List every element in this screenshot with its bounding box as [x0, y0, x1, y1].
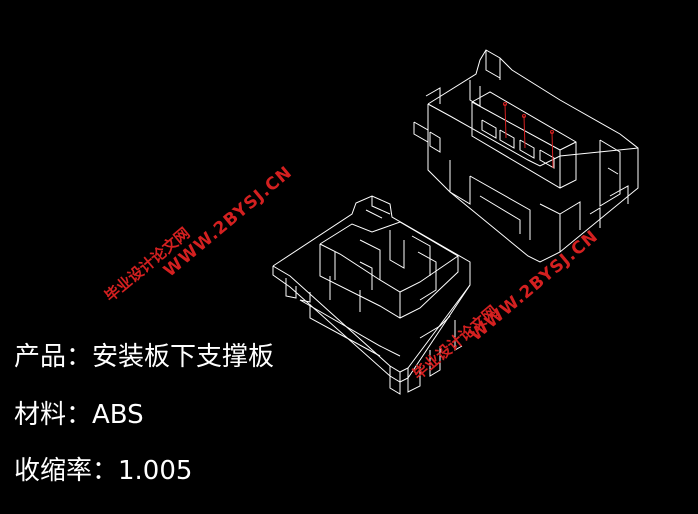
product-label: 产品：安装板下支撑板 [14, 342, 275, 372]
right-part-drawing [413, 49, 639, 263]
red-markers [503, 102, 554, 169]
material-label: 材料：ABS [14, 400, 144, 430]
shrinkage-label: 收缩率：1.005 [14, 456, 193, 486]
left-part-drawing [272, 195, 471, 395]
